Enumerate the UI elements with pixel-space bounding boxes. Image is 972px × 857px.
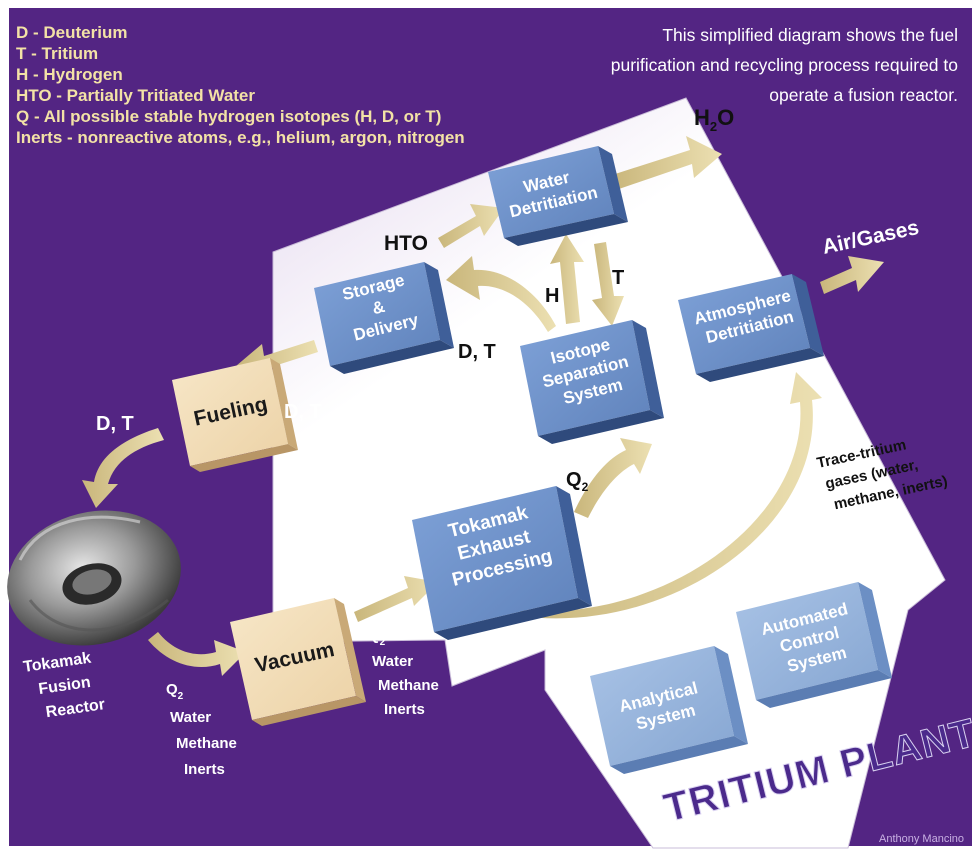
vacuum-list-item: Water <box>170 709 211 726</box>
vacuum-box: Vacuum <box>230 598 366 726</box>
exhaust-list-item: Q <box>368 627 380 644</box>
svg-text:Q2 Water Methane I: Q2 Water Methane Inerts <box>368 627 443 718</box>
legend-line: HTO - Partially Tritiated Water <box>16 86 255 105</box>
svg-text:Q2 Water Methane I: Q2 Water Methane Inerts <box>166 681 241 778</box>
vacuum-list-item: Methane <box>176 735 237 752</box>
h2o-subscript: 2 <box>710 119 717 134</box>
arrow-vacuum-exhaust <box>354 576 438 622</box>
h2o-label: H <box>694 105 710 130</box>
dt-fueling-label: D, T <box>284 401 322 423</box>
legend-line: Q - All possible stable hydrogen isotope… <box>16 107 441 126</box>
hto-label: HTO <box>384 232 428 255</box>
vacuum-q-subscript: 2 <box>178 691 184 702</box>
analytical-system-box: Analytical System <box>590 646 748 774</box>
exhaust-list-item: Water <box>372 653 413 670</box>
exhaust-q-subscript: 2 <box>380 637 386 648</box>
legend-line: Inerts - nonreactive atoms, e.g., helium… <box>16 128 465 147</box>
h-label: H <box>545 285 559 307</box>
arrow-hto <box>438 204 504 248</box>
svg-text:H2O: H2O <box>694 105 734 134</box>
legend-line: H - Hydrogen <box>16 65 123 84</box>
legend: D - Deuterium T - Tritium H - Hydrogen H… <box>16 23 465 147</box>
exhaust-list-item: Methane <box>378 677 439 694</box>
legend-line: D - Deuterium <box>16 23 127 42</box>
credit-text: Anthony Mancino <box>879 833 964 845</box>
exhaust-list-item: Inerts <box>384 701 425 718</box>
dt-reactor-label: D, T <box>96 413 134 435</box>
arrow-trace-tritium <box>520 372 822 619</box>
water-detritiation-box: Water Detritiation <box>488 146 628 246</box>
storage-delivery-box: Storage & Delivery <box>314 262 454 374</box>
intro-line: purification and recycling process requi… <box>611 55 958 75</box>
arrow-reactor-vacuum <box>148 632 246 676</box>
arrow-air-gases <box>820 256 884 294</box>
h2o-label-o: O <box>717 105 734 130</box>
tokamak-reactor-icon <box>7 510 181 646</box>
fueling-box: Fueling <box>172 358 298 472</box>
legend-line: T - Tritium <box>16 44 98 63</box>
svg-text:Tokamak Exhaust Pr: Tokamak Exhaust Processing <box>438 499 554 591</box>
t-label: T <box>612 267 624 289</box>
q2-label: Q <box>566 469 582 491</box>
svg-text:Q2: Q2 <box>566 469 589 494</box>
intro-line: operate a fusion reactor. <box>769 85 958 105</box>
arrow-h-up <box>550 234 584 324</box>
arrow-t-down <box>592 242 624 326</box>
tokamak-exhaust-box: Tokamak Exhaust Processing <box>412 486 592 640</box>
intro-text: This simplified diagram shows the fuel p… <box>611 25 958 105</box>
automated-control-box: Automated Control System <box>736 582 892 708</box>
vacuum-list-item: Q <box>166 681 178 698</box>
arrow-dt-reactor <box>82 428 164 508</box>
vacuum-list-item: Inerts <box>184 761 225 778</box>
flow-arrows <box>82 136 884 676</box>
intro-line: This simplified diagram shows the fuel <box>662 25 958 45</box>
atmosphere-detritiation-box: Atmosphere Detritiation <box>678 274 824 382</box>
arrow-dt-storage <box>446 256 556 332</box>
q2-subscript: 2 <box>582 480 589 494</box>
isotope-separation-box: Isotope Separation System <box>520 320 664 444</box>
arrow-h2o <box>612 136 722 190</box>
dt-storage-label: D, T <box>458 341 496 363</box>
arrow-q2 <box>574 438 652 518</box>
